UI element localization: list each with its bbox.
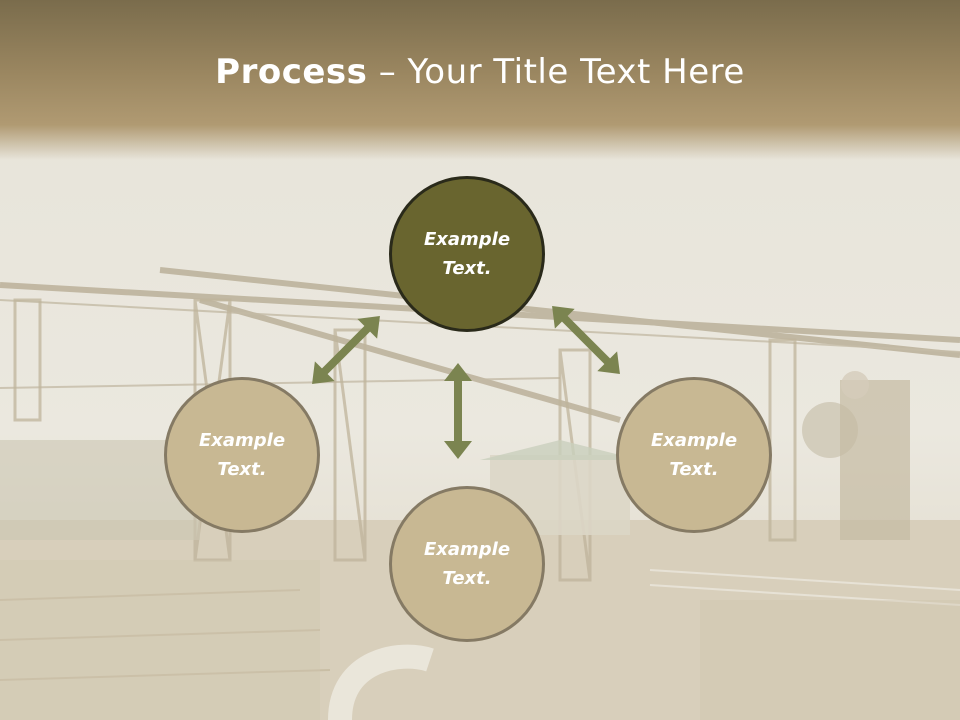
node-left[interactable]: Example Text.: [164, 377, 320, 533]
node-right-line1: Example: [650, 430, 738, 451]
arrow-center-down: [444, 363, 472, 459]
arrow-top-right: [552, 306, 620, 374]
title-rest: Your Title Text Here: [407, 52, 745, 92]
title-separator: –: [367, 52, 408, 92]
node-bottom-line1: Example: [423, 539, 511, 560]
title-band: [0, 0, 960, 160]
slide-title: Process – Your Title Text Here: [0, 52, 960, 92]
node-left-line2: Text.: [217, 459, 267, 480]
node-bottom-line2: Text.: [442, 568, 492, 589]
node-top-line1: Example: [423, 229, 511, 250]
node-right[interactable]: Example Text.: [616, 377, 772, 533]
title-bold: Process: [215, 52, 368, 92]
node-right-line2: Text.: [669, 459, 719, 480]
node-left-line1: Example: [198, 430, 286, 451]
node-top-line2: Text.: [442, 258, 492, 279]
node-top[interactable]: Example Text.: [389, 176, 545, 332]
arrow-top-left: [312, 316, 380, 384]
node-bottom[interactable]: Example Text.: [389, 486, 545, 642]
